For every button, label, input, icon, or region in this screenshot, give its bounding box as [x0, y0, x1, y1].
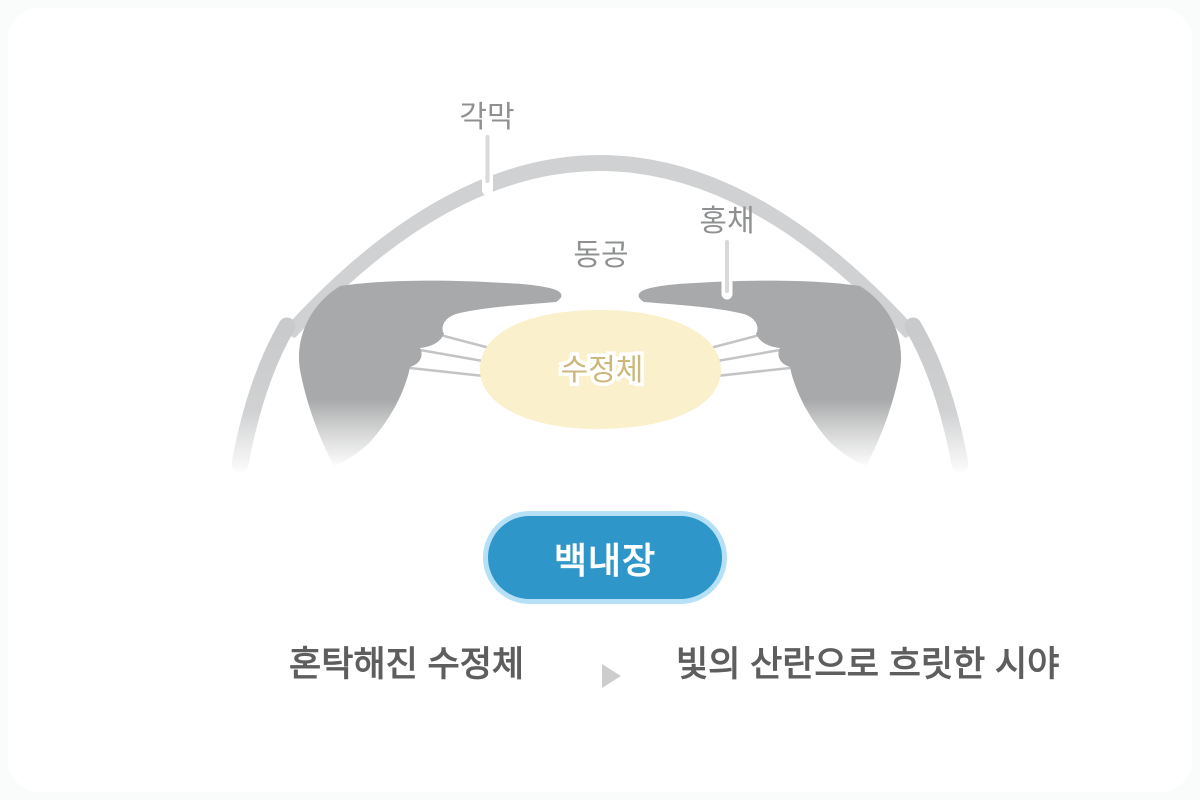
label-iris: 홍채	[699, 205, 754, 238]
lens-shape	[479, 310, 722, 429]
caption-effect-text: 빛의 산란으로 흐릿한 시야	[676, 645, 1060, 684]
cornea-shape	[281, 155, 919, 338]
label-lens: 수정체	[561, 354, 644, 387]
caption-cause-text: 혼탁해진 수정체	[289, 645, 525, 684]
disease-name-badge: 백내장	[483, 511, 727, 604]
label-cornea: 각막	[459, 101, 514, 134]
label-pupil: 동공	[573, 239, 628, 272]
arrow-right-icon	[602, 664, 621, 688]
